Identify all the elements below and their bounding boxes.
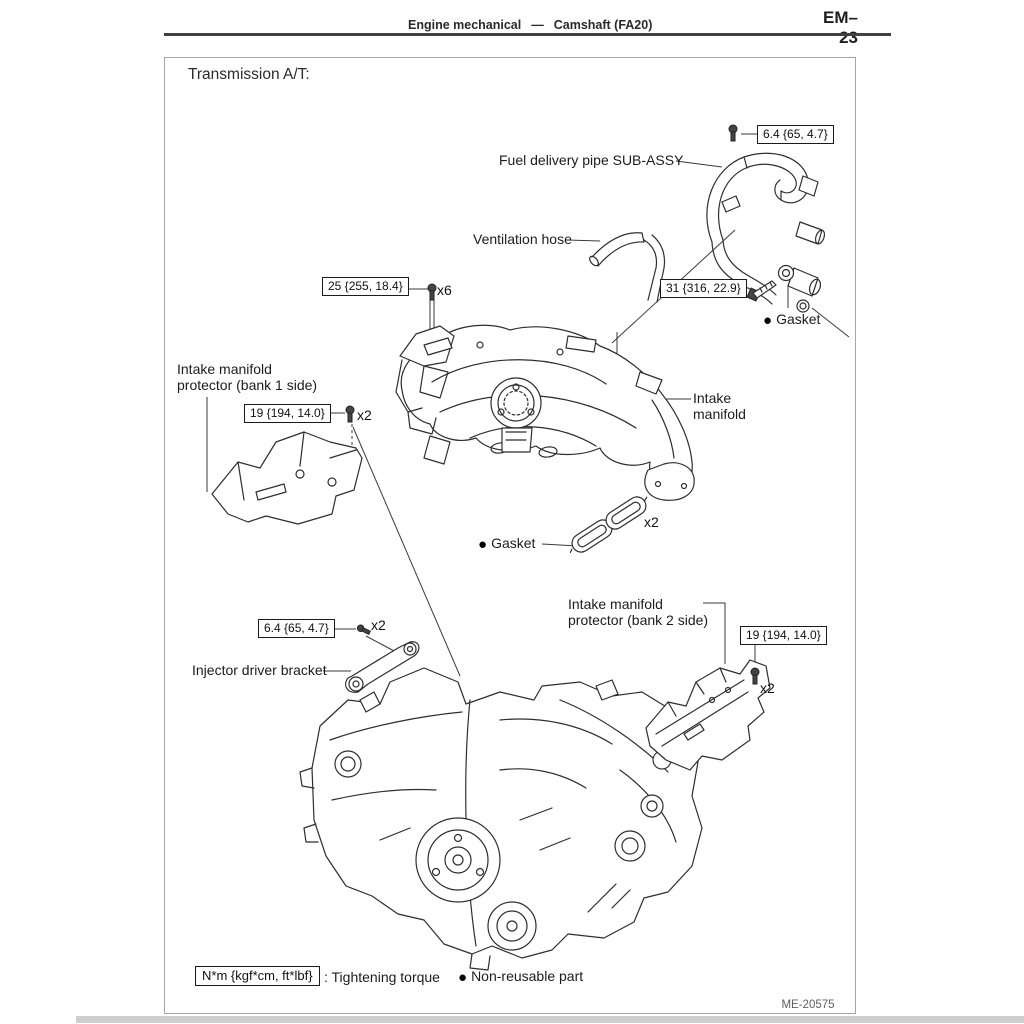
qty-manifold-bolts: x6: [437, 282, 452, 298]
engine-block-drawing: [299, 667, 703, 971]
qty-injector-bolts: x2: [371, 617, 386, 633]
qty-bank1-bolts: x2: [357, 407, 372, 423]
figure-title: Transmission A/T:: [188, 66, 310, 83]
breadcrumb-topic: Camshaft (FA20): [553, 18, 653, 32]
throttle-body-drawing: [490, 377, 542, 453]
gasket-ring-icon: [777, 264, 795, 282]
bolt-icon: [427, 283, 437, 301]
breadcrumb-dash: —: [531, 18, 544, 32]
label-gasket-top: ●Gasket: [763, 311, 820, 329]
bank1-protector-drawing: [211, 431, 363, 525]
breadcrumb-section: Engine mechanical: [408, 18, 522, 32]
lower-pulley-drawing: [487, 901, 537, 951]
label-gasket-mid-text: Gasket: [491, 535, 536, 551]
page-bottom-shadow: [76, 1016, 1024, 1023]
bolt-icon: [728, 124, 738, 142]
label-fuel-delivery-pipe: Fuel delivery pipe SUB-ASSY: [499, 152, 684, 168]
label-intake-line2: manifold: [693, 406, 746, 422]
ventilation-hose-drawing: [589, 232, 666, 303]
label-gasket-top-text: Gasket: [776, 311, 821, 327]
label-intake-line1: Intake: [693, 390, 732, 406]
qty-gasket-mid: x2: [644, 514, 659, 530]
gasket-pair-drawing: [569, 496, 648, 553]
label-bank2-line1: Intake manifold: [568, 596, 663, 612]
bolt-icon: [345, 405, 355, 423]
drawing-code: ME-20575: [781, 999, 835, 1011]
label-gasket-mid: ●Gasket: [478, 535, 535, 553]
label-bank2-line2: protector (bank 2 side): [568, 612, 709, 628]
bolt-icon: [356, 624, 371, 635]
qty-bank2-bolts: x2: [760, 680, 775, 696]
non-reusable-icon: ●: [763, 312, 773, 329]
intake-manifold-drawing: [395, 324, 695, 501]
label-injector-bracket: Injector driver bracket: [192, 662, 327, 678]
torque-box-bank2: 19 {194, 14.0}: [740, 626, 827, 645]
torque-box-injector-bracket: 6.4 {65, 4.7}: [258, 619, 335, 638]
breadcrumb: Engine mechanical — Camshaft (FA20): [408, 18, 652, 32]
torque-box-bank1: 19 {194, 14.0}: [244, 404, 331, 423]
non-reusable-icon: ●: [478, 536, 488, 553]
union-bolt-icon: [746, 280, 777, 302]
header-rule: [164, 33, 891, 36]
bolt-icon: [750, 667, 760, 685]
figure-frame: [164, 57, 856, 1014]
non-reusable-icon: ●: [458, 969, 468, 986]
label-bank1-line2: protector (bank 1 side): [177, 377, 318, 393]
bolt-icons: [345, 124, 795, 685]
label-ventilation-hose: Ventilation hose: [473, 231, 572, 247]
torque-box-fuel-pipe: 6.4 {65, 4.7}: [757, 125, 834, 144]
label-bank2-protector: Intake manifold protector (bank 2 side): [568, 596, 708, 628]
bank2-protector-drawing: [645, 659, 771, 771]
fuel-delivery-pipe-drawing: [706, 152, 826, 313]
legend-unit-box: N*m {kgf*cm, ft*lbf}: [195, 966, 320, 986]
page-number: EM–23: [823, 8, 858, 47]
torque-box-union-bolt: 31 {316, 22.9}: [660, 279, 747, 298]
injector-bracket-drawing: [345, 641, 420, 693]
label-bank1-line1: Intake manifold: [177, 361, 272, 377]
legend-non-reusable: ●Non-reusable part: [458, 968, 583, 986]
legend-torque-meaning: : Tightening torque: [324, 969, 440, 985]
torque-box-manifold: 25 {255, 18.4}: [322, 277, 409, 296]
label-intake-manifold: Intake manifold: [693, 390, 746, 422]
crank-pulley-drawing: [415, 817, 501, 903]
label-bank1-protector: Intake manifold protector (bank 1 side): [177, 361, 317, 393]
legend-non-reusable-text: Non-reusable part: [471, 968, 584, 984]
